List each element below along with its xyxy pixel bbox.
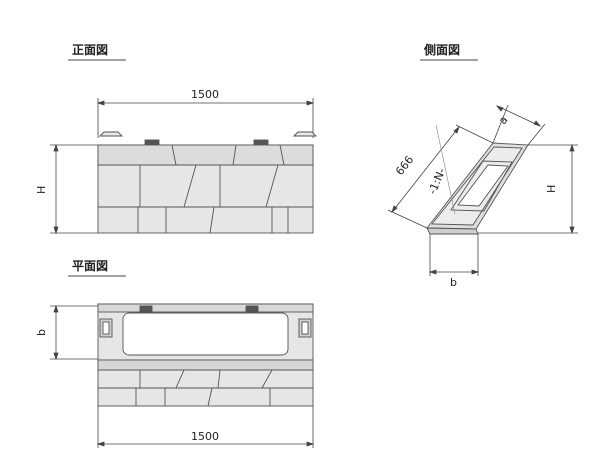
side-slope-label: -1:N- bbox=[426, 166, 448, 196]
side-view: 側面図 666 -1:N- a bbox=[387, 42, 578, 289]
plan-depth-label: b bbox=[35, 329, 48, 336]
front-view-title: 正面図 bbox=[72, 43, 108, 57]
side-height-label: H bbox=[545, 185, 558, 193]
side-block bbox=[426, 142, 529, 235]
side-top-label: a bbox=[496, 114, 510, 127]
side-top-dimension bbox=[492, 104, 546, 146]
plan-block-face bbox=[97, 359, 314, 407]
front-block bbox=[97, 131, 318, 234]
side-base-dimension bbox=[428, 234, 480, 276]
front-width-label: 1500 bbox=[191, 88, 219, 101]
front-height-label: H bbox=[35, 186, 48, 194]
plan-view-title: 平面図 bbox=[72, 259, 108, 273]
side-slant-label: 666 bbox=[393, 153, 416, 178]
plan-width-label: 1500 bbox=[191, 430, 219, 443]
plan-width-dimension bbox=[96, 406, 315, 448]
plan-block-top bbox=[97, 303, 314, 361]
plan-depth-dimension bbox=[50, 304, 98, 361]
front-width-dimension bbox=[96, 98, 315, 138]
front-view: 正面図 1500 H bbox=[35, 43, 318, 235]
side-height-dimension bbox=[478, 143, 578, 235]
front-height-dimension bbox=[50, 143, 98, 235]
side-slope-guide bbox=[435, 124, 456, 215]
side-slant-dimension bbox=[387, 124, 494, 229]
side-view-title: 側面図 bbox=[423, 42, 460, 57]
plan-view: 平面図 b bbox=[35, 259, 315, 448]
side-base-label: b bbox=[450, 276, 457, 289]
